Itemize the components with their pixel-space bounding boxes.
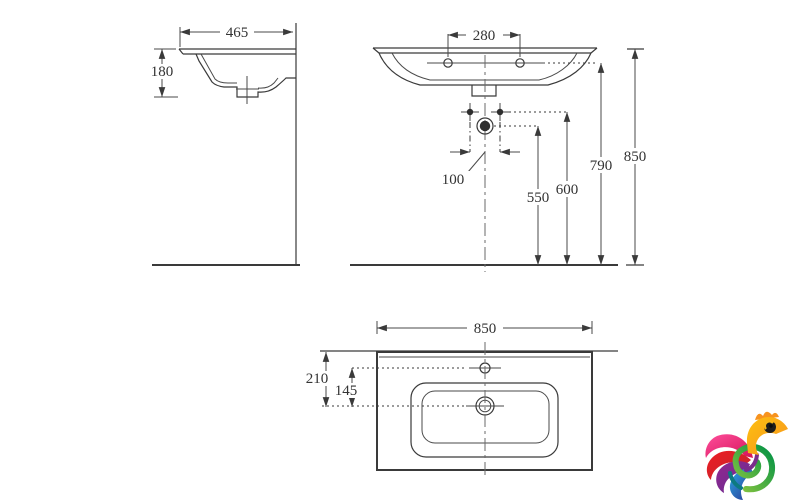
logo-tail-spiral	[732, 443, 776, 493]
fixing-points	[461, 103, 566, 152]
dimension-850-height: 850	[619, 48, 652, 265]
logo-leg	[744, 453, 759, 472]
dim-label-rim-height: 850	[624, 149, 647, 165]
dimension-600: 600	[551, 112, 584, 265]
tap-hole-right	[515, 58, 525, 68]
top-view: 850 210 145	[301, 320, 618, 479]
front-view: 280 100	[350, 27, 652, 272]
dim-label-top-width: 850	[474, 321, 497, 337]
side-view: 465 180	[146, 23, 300, 266]
dimension-210: 210	[301, 352, 333, 407]
fixing-dot-left	[466, 108, 474, 116]
dimension-145: 145	[330, 368, 362, 407]
dim-label-side-width: 465	[226, 25, 249, 41]
tap-hole-top	[352, 362, 501, 374]
dimension-550: 550	[522, 125, 555, 265]
dimension-850-width: 850	[376, 320, 593, 337]
waste-outlet	[479, 120, 491, 132]
dimension-180: 180	[146, 48, 178, 98]
dim-label-tap-height: 790	[590, 158, 613, 174]
logo-crest	[755, 411, 779, 420]
logo-eye-ring	[763, 420, 774, 430]
logo-pupil	[769, 424, 773, 428]
tap-hole-left	[443, 58, 453, 68]
dim-label-tap-to-drain: 145	[335, 383, 358, 399]
fixing-dot-right	[496, 108, 504, 116]
dim-label-tap-spacing: 280	[473, 28, 496, 44]
dim-label-outlet-height: 600	[556, 182, 579, 198]
logo-petal-purple	[716, 461, 750, 493]
drain-top	[322, 396, 504, 416]
basin-front-profile	[372, 47, 598, 97]
logo-head	[746, 417, 788, 455]
chameleon-logo-icon	[705, 411, 788, 500]
dim-label-side-height: 180	[151, 64, 174, 80]
tap-holes	[443, 34, 525, 68]
dim-label-drain-spacing: 100	[442, 172, 465, 188]
dimension-100: 100	[437, 148, 520, 188]
logo-teal-accent	[728, 471, 743, 490]
dim-label-drain-height: 550	[527, 190, 550, 206]
dim-label-depth-to-drain: 210	[306, 371, 329, 387]
dimension-790: 790	[585, 63, 618, 265]
dimension-280: 280	[448, 27, 520, 44]
dimension-465: 465	[179, 25, 293, 47]
waste-outlet-ring	[476, 117, 494, 135]
logo-petal-red	[706, 450, 751, 480]
basin-side-profile	[178, 48, 296, 104]
